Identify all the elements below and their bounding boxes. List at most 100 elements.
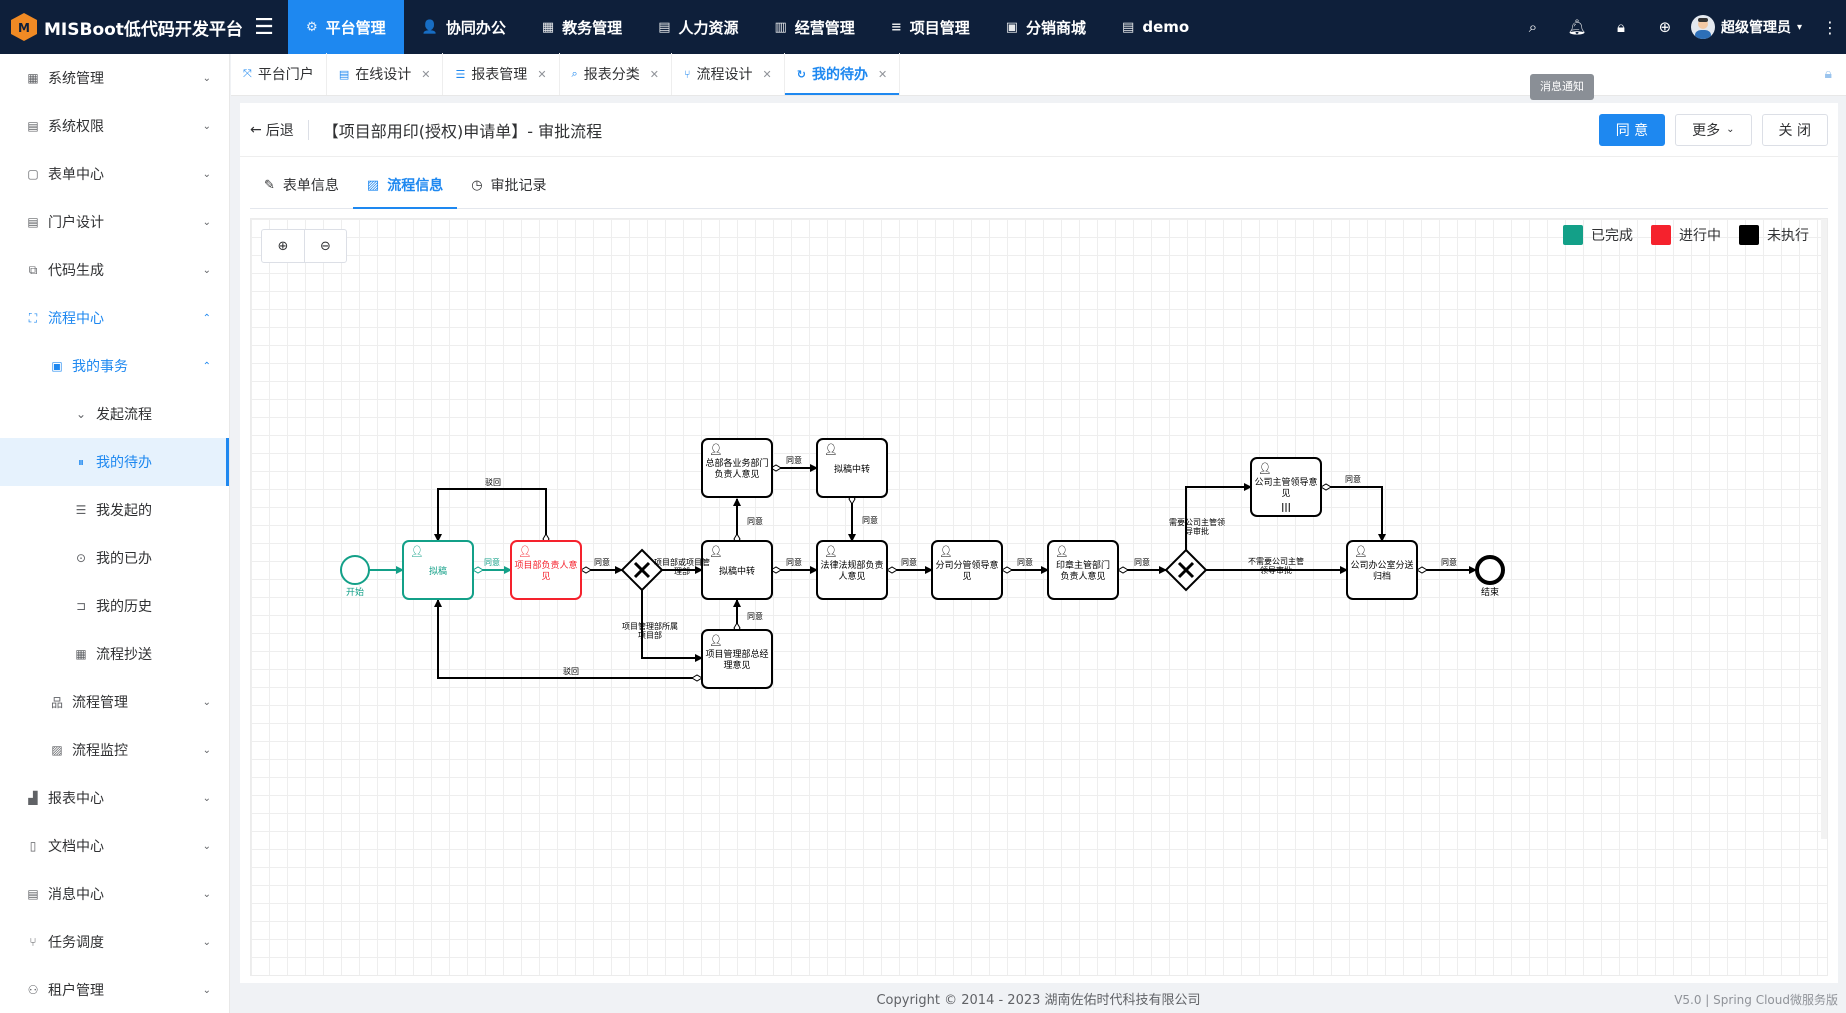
globe-icon[interactable]: ⊕ xyxy=(1658,18,1672,36)
task-branch-leader[interactable]: 👤︎ 分司分管领导意 见 xyxy=(931,540,1003,600)
sidebar-item-tenant[interactable]: ⚇租户管理⌄ xyxy=(0,966,229,1013)
user-task-icon: 👤︎ xyxy=(1055,545,1069,558)
svg-text:M: M xyxy=(18,21,30,35)
sidebar-item-report[interactable]: ▟报表中心⌄ xyxy=(0,774,229,822)
task-legal[interactable]: 👤︎ 法律法规部负责 人意见 xyxy=(816,540,888,600)
user-icon: 👤 xyxy=(421,19,438,35)
svg-text:项目管理部总经: 项目管理部总经 xyxy=(705,648,768,660)
sidebar-item-process-monitor[interactable]: ▨流程监控⌄ xyxy=(0,726,229,774)
edge-label: 理部 xyxy=(674,566,690,576)
sidebar-item-my-done[interactable]: ⊙我的已办 xyxy=(0,534,229,582)
sidebar-item-process-manage[interactable]: 品流程管理⌄ xyxy=(0,678,229,726)
menu-toggle-icon[interactable]: ☰ xyxy=(254,14,274,40)
lock-icon[interactable]: 🔒︎ xyxy=(1824,66,1832,82)
sidebar-item-scheduler[interactable]: ⑂任务调度⌄ xyxy=(0,918,229,966)
sidebar-item-cc[interactable]: ▦流程抄送 xyxy=(0,630,229,678)
sidebar-item-my-started[interactable]: ☰我发起的 xyxy=(0,486,229,534)
tab-process-design[interactable]: ⑂流程设计✕ xyxy=(672,53,785,95)
start-event[interactable] xyxy=(340,555,370,585)
chart-icon: ▟ xyxy=(28,791,38,805)
close-icon[interactable]: ✕ xyxy=(649,67,659,81)
clock-icon: ◷ xyxy=(471,177,483,193)
subtab-approval-record[interactable]: ◷审批记录 xyxy=(471,177,547,195)
sidebar-item-messages[interactable]: ▤消息中心⌄ xyxy=(0,870,229,918)
message-tooltip: 消息通知 xyxy=(1530,74,1594,100)
approve-button[interactable]: 同 意 xyxy=(1598,113,1666,146)
edit-icon: ✎ xyxy=(264,177,275,193)
more-vertical-icon[interactable]: ⋮ xyxy=(1822,17,1838,37)
zoom-out-icon[interactable]: ⊖ xyxy=(304,230,346,262)
topnav-shop[interactable]: ▣分销商城 xyxy=(1005,18,1087,37)
image-icon: ▨ xyxy=(366,177,380,193)
topnav-hr[interactable]: ▤人力资源 xyxy=(658,18,739,37)
sidebar-item-my-history[interactable]: ⊐我的历史 xyxy=(0,582,229,630)
task-company-leader[interactable]: 👤︎ 公司主管领导意 见 ||| xyxy=(1250,457,1322,517)
end-event[interactable] xyxy=(1475,555,1505,585)
canvas-scrollbar[interactable] xyxy=(1821,219,1827,839)
task-draft-relay-2[interactable]: 👤︎ 拟稿中转 xyxy=(816,438,888,498)
tab-my-todo[interactable]: ↻我的待办✕ xyxy=(784,53,901,95)
tabs-bar: ⤧平台门户 ▤在线设计✕ ☰报表管理✕ ⌕报表分类✕ ⑂流程设计✕ ↻我的待办✕… xyxy=(231,53,1846,96)
lock-icon[interactable]: 🔒︎ xyxy=(1616,18,1625,36)
bell-icon[interactable]: 🔔︎ xyxy=(1567,18,1587,36)
doc-icon: ▤ xyxy=(27,119,39,133)
sidebar-item-start-process[interactable]: ⌄发起流程 xyxy=(0,390,229,438)
task-office-archive[interactable]: 👤︎ 公司办公室分送 归档 xyxy=(1346,540,1418,600)
exclusive-gateway-1[interactable] xyxy=(620,548,664,592)
process-canvas[interactable]: ⊕ ⊖ 已完成 进行中 未执行 xyxy=(250,218,1828,976)
top-nav: ⚙平台管理 👤协同办公 ▦教务管理 ▤人力资源 ▥经营管理 ≡项目管理 ▣分销商… xyxy=(288,0,1207,54)
back-button[interactable]: ←后退 xyxy=(250,119,309,140)
svg-text:公司主管领导意: 公司主管领导意 xyxy=(1254,476,1317,488)
task-seal-department[interactable]: 👤︎ 印章主管部门 负责人意见 xyxy=(1047,540,1119,600)
sidebar-item-my-affairs[interactable]: ▣我的事务⌃ xyxy=(0,342,229,390)
sidebar-item-my-todo[interactable]: ⏸︎我的待办 xyxy=(0,438,229,486)
topnav-platform[interactable]: ⚙平台管理 xyxy=(288,0,404,54)
topnav-project[interactable]: ≡项目管理 xyxy=(890,18,970,37)
user-task-icon: 👤︎ xyxy=(410,545,424,558)
more-button[interactable]: 更多⌄ xyxy=(1675,113,1752,146)
content-card: ←后退 【项目部用印(授权)申请单】- 审批流程 同 意 更多⌄ 关 闭 ✎表单… xyxy=(240,103,1838,983)
close-icon[interactable]: ✕ xyxy=(877,67,888,81)
user-task-icon: 👤︎ xyxy=(709,443,723,456)
subtab-process-info[interactable]: ▨流程信息 xyxy=(352,162,458,209)
task-draft-relay-1[interactable]: 👤︎ 拟稿中转 xyxy=(701,540,773,600)
task-draft[interactable]: 👤︎ 拟稿 xyxy=(402,540,474,600)
sidebar-item-codegen[interactable]: ⧉代码生成⌄ xyxy=(0,246,229,294)
zoom-in-icon[interactable]: ⊕ xyxy=(277,238,289,254)
subtab-form-info[interactable]: ✎表单信息 xyxy=(264,177,339,195)
sidebar-item-workflow[interactable]: ⛶流程中心⌃ xyxy=(0,294,229,342)
topnav-demo[interactable]: ▤demo xyxy=(1122,18,1190,36)
sidebar-item-system[interactable]: ▦系统管理⌄ xyxy=(0,54,229,102)
close-icon[interactable]: ✕ xyxy=(762,67,772,81)
task-project-head[interactable]: 👤︎ 项目部负责人意 见 xyxy=(510,540,582,600)
sidebar-item-permission[interactable]: ▤系统权限⌄ xyxy=(0,102,229,150)
pause-icon: ⏸︎ xyxy=(77,454,84,469)
tab-online-design[interactable]: ▤在线设计✕ xyxy=(327,53,444,95)
tab-portal[interactable]: ⤧平台门户 xyxy=(231,53,327,95)
card-header: ←后退 【项目部用印(授权)申请单】- 审批流程 同 意 更多⌄ 关 闭 xyxy=(240,103,1838,157)
user-menu[interactable]: 超级管理员 ▾ xyxy=(1687,15,1814,39)
close-button[interactable]: 关 闭 xyxy=(1761,113,1828,146)
chevron-up-icon: ⌃ xyxy=(202,312,211,324)
sidebar-item-docs[interactable]: ▯文档中心⌄ xyxy=(0,822,229,870)
task-hq-departments[interactable]: 👤︎ 总部各业务部门 负责人意见 xyxy=(701,438,773,498)
user-name: 超级管理员 xyxy=(1720,20,1791,36)
legend-swatch xyxy=(1651,225,1671,245)
multi-instance-icon: ||| xyxy=(1281,503,1291,513)
search-icon[interactable]: ⌕ xyxy=(1528,18,1538,36)
topnav-business[interactable]: ▥经营管理 xyxy=(774,18,855,37)
close-icon[interactable]: ✕ xyxy=(537,67,547,81)
app-logo[interactable]: M MISBoot低代码开发平台 xyxy=(0,0,243,54)
close-icon[interactable]: ✕ xyxy=(421,67,431,81)
sidebar-item-portal[interactable]: ▤门户设计⌄ xyxy=(0,198,229,246)
tab-report-manage[interactable]: ☰报表管理✕ xyxy=(443,53,560,95)
tab-report-category[interactable]: ⌕报表分类✕ xyxy=(560,53,672,95)
topnav-edu[interactable]: ▦教务管理 xyxy=(541,18,623,37)
sidebar-item-form[interactable]: ▢表单中心⌄ xyxy=(0,150,229,198)
svg-text:拟稿: 拟稿 xyxy=(429,565,447,577)
edge-label: 领导审批 xyxy=(1260,565,1292,575)
exclusive-gateway-2[interactable] xyxy=(1164,548,1208,592)
topnav-office[interactable]: 👤协同办公 xyxy=(421,18,506,37)
user-task-icon: 👤︎ xyxy=(824,545,838,558)
task-pm-general-manager[interactable]: 👤︎ 项目管理部总经 理意见 xyxy=(701,629,773,689)
